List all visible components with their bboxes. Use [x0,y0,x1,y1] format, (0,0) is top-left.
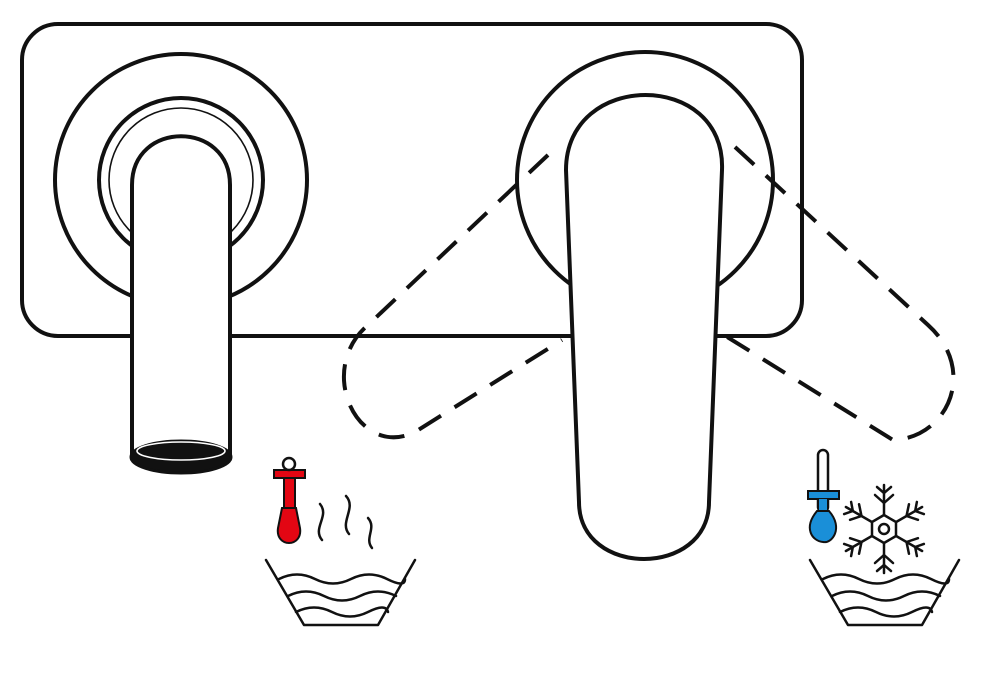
thermometer-cold-icon [807,448,840,544]
hot-water-basin-icon [264,558,417,627]
snowflake-icon [840,483,928,575]
wall-plate [20,22,804,338]
steam-icon [317,494,374,550]
thermometer-hot-icon [273,456,306,544]
cold-water-basin-icon [808,558,961,627]
spout [129,134,233,475]
lever-handle [564,93,725,561]
lever-swing-arc [341,145,956,443]
hot-water-indicator [264,456,417,627]
cold-water-indicator [807,448,961,627]
spout-outlet [129,439,233,475]
